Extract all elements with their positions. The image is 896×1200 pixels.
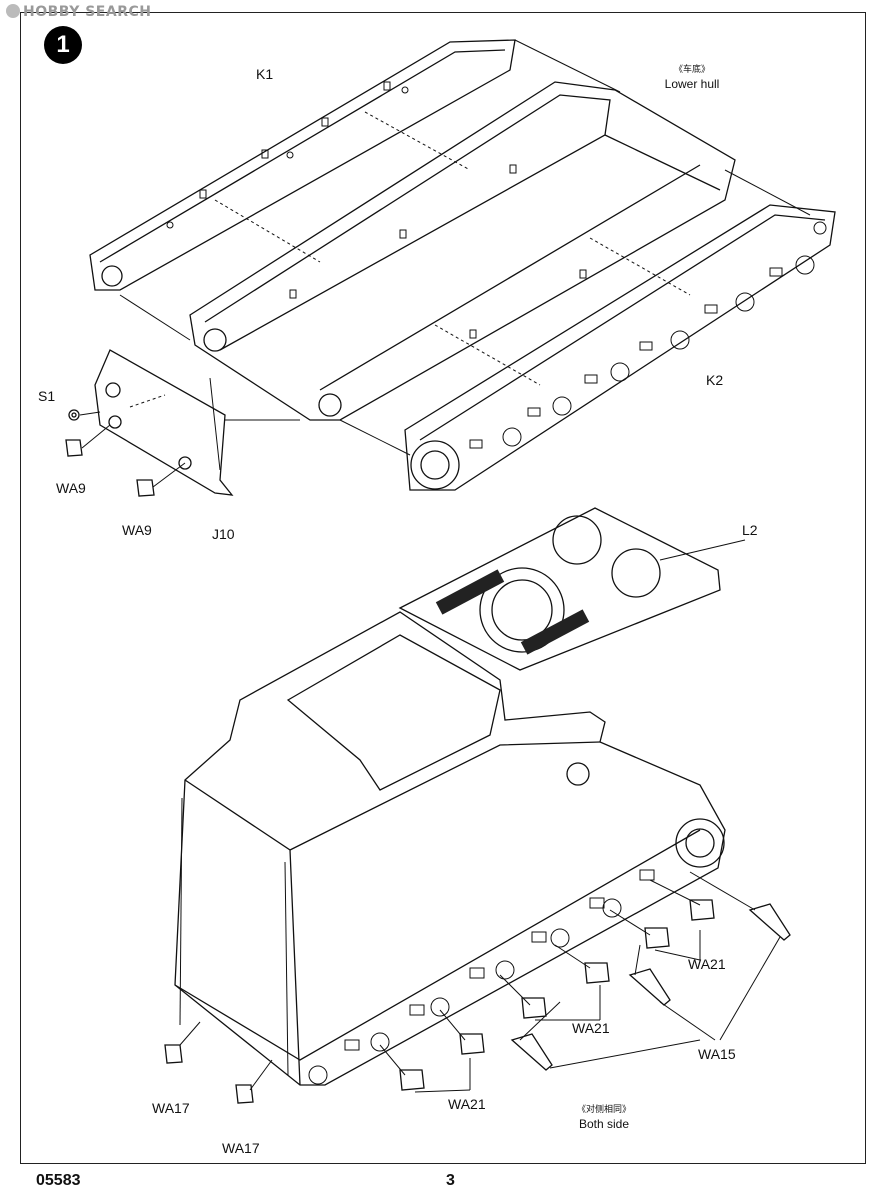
label-wa15: WA15	[698, 1046, 736, 1062]
label-s1: S1	[38, 388, 56, 404]
page-border	[20, 12, 866, 1164]
wa21-parts	[400, 900, 714, 1090]
label-wa21-c: WA21	[448, 1096, 486, 1112]
watermark-text: HOBBY SEARCH	[23, 4, 152, 20]
label-k2: K2	[706, 372, 724, 388]
label-wa21-b: WA21	[572, 1020, 610, 1036]
bottom-leader-lines	[180, 540, 780, 1092]
footer-product-code: 05583	[36, 1172, 81, 1189]
wa17-parts	[165, 1045, 253, 1103]
assembly-guide-lines	[80, 40, 810, 487]
label-wa17-a: WA17	[152, 1100, 190, 1116]
k1-side-plate	[90, 40, 515, 290]
upper-hull-body	[175, 612, 725, 1085]
label-wa9-b: WA9	[122, 522, 152, 538]
label-lower-hull: 《车底》 Lower hull	[665, 62, 720, 91]
j10-rear-plate	[95, 350, 232, 495]
wa9-part-a	[66, 440, 82, 456]
wa15-parts	[512, 904, 790, 1070]
label-l2: L2	[742, 522, 758, 538]
label-lower-hull-cn: 《车底》	[673, 64, 711, 74]
l2-deck-plate	[400, 508, 720, 670]
label-wa17-b: WA17	[222, 1140, 260, 1156]
label-j10: J10	[212, 526, 235, 542]
step-number-badge: 1	[44, 26, 82, 64]
watermark: HOBBY SEARCH	[6, 4, 151, 20]
watermark-logo-icon	[6, 4, 20, 18]
label-lower-hull-en: Lower hull	[664, 77, 720, 91]
label-both-side-cn: 《对侧相同》	[576, 1104, 632, 1114]
wa9-part-b	[137, 480, 154, 496]
footer-page-number: 3	[446, 1172, 455, 1189]
label-wa21-a: WA21	[688, 956, 726, 972]
label-both-side-en: Both side	[578, 1117, 630, 1131]
lower-hull-tub	[190, 82, 735, 420]
k2-side-plate	[405, 205, 835, 490]
s1-part	[69, 410, 79, 420]
label-both-side: 《对侧相同》 Both side	[577, 1102, 631, 1131]
label-wa9-a: WA9	[56, 480, 86, 496]
label-k1: K1	[256, 66, 274, 82]
